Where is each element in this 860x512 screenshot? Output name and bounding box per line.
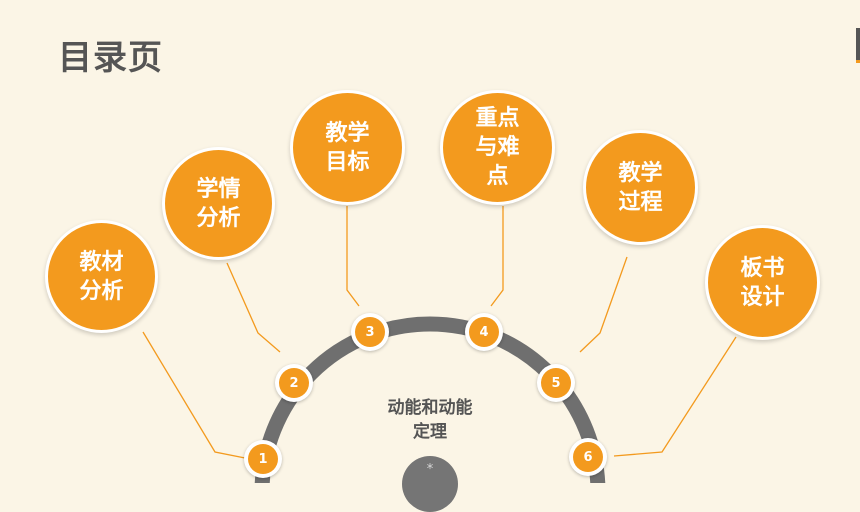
progress-arc [254,316,606,483]
center-hub: * [402,456,458,512]
topic-label-6: 板书 设计 [740,255,785,310]
step-node-2[interactable]: 2 [275,364,313,402]
corner-decoration [856,28,860,63]
connector-layer [142,206,737,483]
topic-circle-1[interactable]: 教材 分析 [45,220,158,333]
connector-line-3 [346,206,360,307]
topic-label-5: 教学 过程 [618,160,663,215]
hub-mark: * [426,462,434,477]
topic-label-3: 教学 目标 [325,120,370,175]
connector-line-4 [490,206,504,307]
step-node-4[interactable]: 4 [465,313,503,351]
step-number-6: 6 [573,442,603,472]
topic-circle-6[interactable]: 板书 设计 [705,225,820,340]
step-number-5: 5 [541,368,571,398]
connector-line-1 [142,331,246,459]
step-number-1: 1 [248,444,278,474]
topic-circle-2[interactable]: 学情 分析 [162,147,275,260]
step-node-5[interactable]: 5 [537,364,575,402]
connector-line-6 [613,336,737,457]
topic-circle-3[interactable]: 教学 目标 [290,90,405,205]
step-node-6[interactable]: 6 [569,438,607,476]
step-number-4: 4 [469,317,499,347]
topic-label-2: 学情 分析 [196,176,241,231]
connector-line-5 [579,256,628,353]
center-topic-label: 动能和动能 定理 [387,398,473,442]
topic-label-4: 重点 与难 点 [475,106,520,189]
topic-label-1: 教材 分析 [79,249,124,304]
connector-line-2 [226,262,281,353]
step-number-3: 3 [355,317,385,347]
topic-circle-5[interactable]: 教学 过程 [583,130,698,245]
step-node-3[interactable]: 3 [351,313,389,351]
step-number-2: 2 [279,368,309,398]
step-node-1[interactable]: 1 [244,440,282,478]
page-title: 目录页 [58,38,163,78]
topic-circle-4[interactable]: 重点 与难 点 [440,90,555,205]
